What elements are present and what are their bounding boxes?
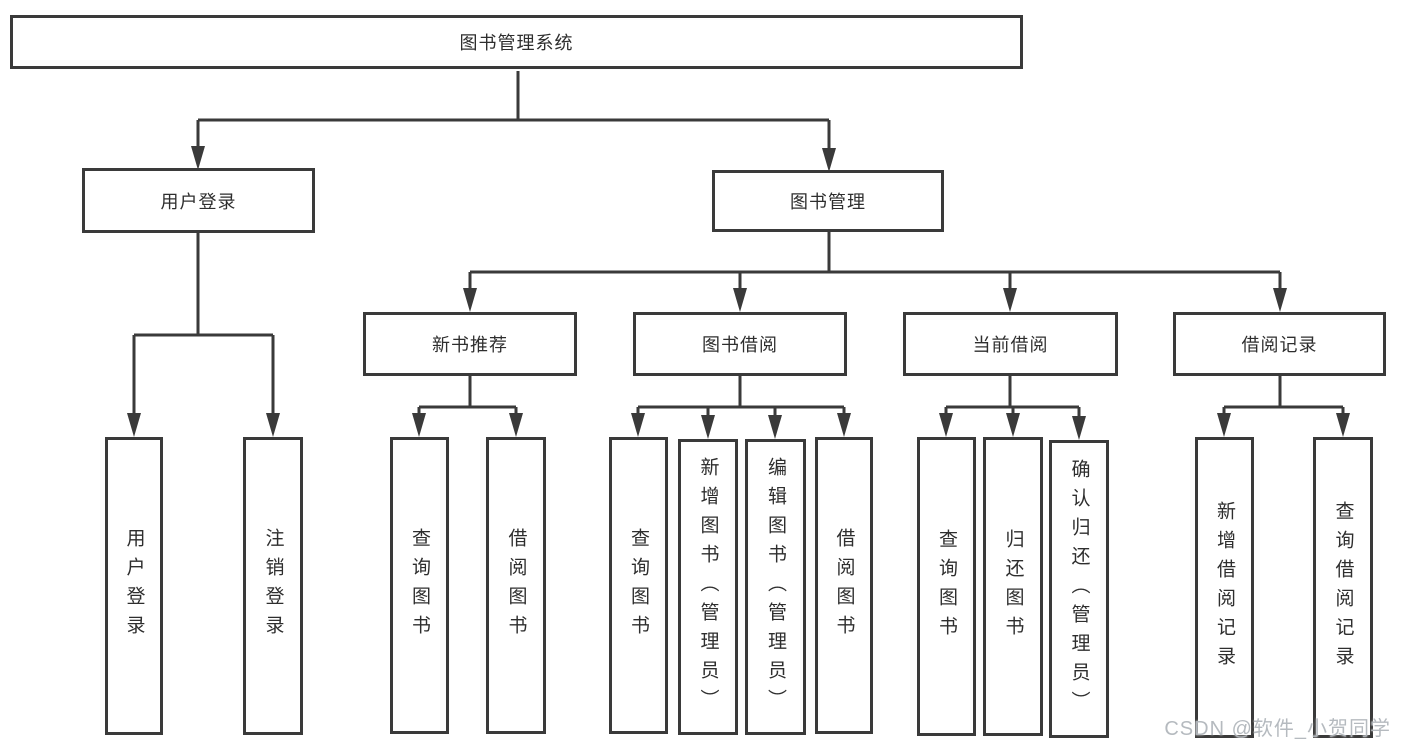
arrow-down-icon [266,413,280,437]
arrow-down-icon [412,413,426,437]
node-leaf-query-book-current-label: 查询图书 [936,528,957,645]
node-borrow-record: 借阅记录 [1173,312,1386,376]
node-user-login-label: 用户登录 [160,191,237,212]
node-current-borrow-label: 当前借阅 [972,335,1049,355]
arrow-down-icon [127,413,141,437]
node-root: 图书管理系统 [10,15,1023,69]
arrow-down-icon [463,288,477,312]
arrow-down-icon [1006,413,1020,437]
node-leaf-logout-label: 注销登录 [262,528,284,644]
node-borrow-record-label: 借阅记录 [1241,335,1318,355]
node-leaf-borrow-book-recommend-label: 借阅图书 [505,527,527,644]
node-leaf-add-book-admin-label: 新增图书（管理员） [697,456,719,718]
arrowheads [127,146,1350,440]
node-leaf-edit-book-admin-label: 编辑图书（管理员） [765,456,786,718]
node-leaf-query-book-recommend: 查询图书 [390,437,449,734]
node-leaf-user-login-label: 用户登录 [123,528,145,644]
arrow-down-icon [1217,413,1231,437]
node-user-login: 用户登录 [82,168,315,233]
node-leaf-confirm-return-admin-label: 确认归还（管理员） [1068,458,1090,720]
arrow-down-icon [822,148,836,172]
node-leaf-query-book-borrow-label: 查询图书 [628,527,649,644]
node-leaf-borrow-book-borrow-label: 借阅图书 [833,527,855,644]
node-leaf-add-book-admin: 新增图书（管理员） [678,439,738,735]
node-leaf-query-borrow-record: 查询借阅记录 [1313,437,1373,738]
node-leaf-confirm-return-admin: 确认归还（管理员） [1049,440,1109,738]
node-book-borrow: 图书借阅 [633,312,847,376]
node-book-management: 图书管理 [712,170,944,232]
node-leaf-return-book: 归还图书 [983,437,1043,736]
node-leaf-query-book-borrow: 查询图书 [609,437,668,734]
arrow-down-icon [191,146,205,170]
arrow-down-icon [837,413,851,437]
node-leaf-logout: 注销登录 [243,437,303,735]
csdn-watermark: CSDN @软件_小贺同学 [1164,718,1391,740]
arrow-down-icon [1273,288,1287,312]
node-new-book-recommend-label: 新书推荐 [432,335,508,355]
node-leaf-add-borrow-record: 新增借阅记录 [1195,437,1254,738]
node-current-borrow: 当前借阅 [903,312,1118,376]
arrow-down-icon [631,413,645,437]
node-leaf-edit-book-admin: 编辑图书（管理员） [745,439,806,735]
node-leaf-query-borrow-record-label: 查询借阅记录 [1332,500,1354,675]
arrow-down-icon [509,413,523,437]
node-leaf-add-borrow-record-label: 新增借阅记录 [1214,500,1235,675]
arrow-down-icon [1003,288,1017,312]
node-new-book-recommend: 新书推荐 [363,312,577,376]
node-book-management-label: 图书管理 [790,192,866,212]
node-leaf-borrow-book-borrow: 借阅图书 [815,437,873,734]
arrow-down-icon [1072,416,1086,440]
node-leaf-return-book-label: 归还图书 [1002,528,1024,645]
node-leaf-borrow-book-recommend: 借阅图书 [486,437,546,734]
node-root-label: 图书管理系统 [459,33,574,53]
node-leaf-query-book-current: 查询图书 [917,437,976,736]
arrow-down-icon [768,415,782,439]
node-book-borrow-label: 图书借阅 [702,335,778,355]
arrow-down-icon [1336,413,1350,437]
node-leaf-query-book-recommend-label: 查询图书 [409,527,430,644]
arrow-down-icon [939,413,953,437]
arrow-down-icon [733,288,747,312]
arrow-down-icon [701,415,715,439]
node-leaf-user-login: 用户登录 [105,437,163,735]
